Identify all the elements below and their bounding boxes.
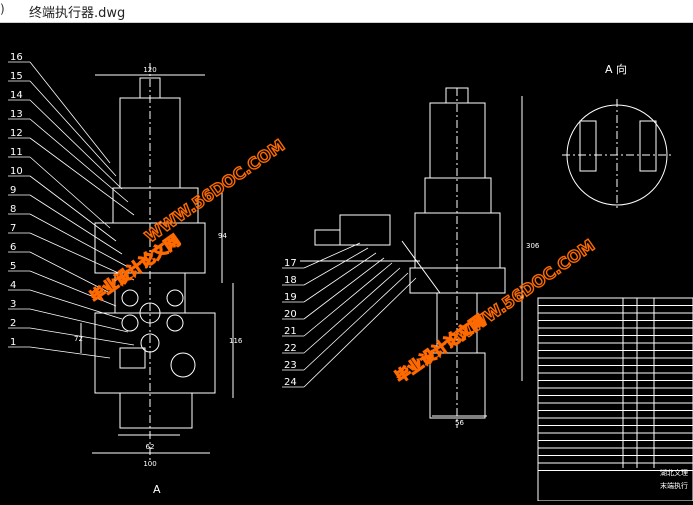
part-number-label: 6 bbox=[10, 242, 16, 253]
watermark-url-1: WWW.56DOC.COM bbox=[141, 136, 288, 247]
dim-right-height: 306 bbox=[526, 242, 540, 250]
part-number-label: 9 bbox=[10, 185, 16, 196]
part-number-label: 10 bbox=[10, 166, 23, 177]
dim-left-small: 72 bbox=[74, 335, 83, 343]
part-number-label: 18 bbox=[284, 275, 297, 286]
watermark-cn-2: 毕业设计论文网 bbox=[392, 311, 488, 386]
part-number-label: 13 bbox=[10, 109, 23, 120]
dim-side-height: 94 bbox=[218, 232, 227, 240]
dim-right-small: 56 bbox=[455, 419, 464, 427]
part-number-label: 2 bbox=[10, 318, 16, 329]
part-number-label: 1 bbox=[10, 337, 16, 348]
part-number-label: 24 bbox=[284, 377, 297, 388]
part-number-label: 8 bbox=[10, 204, 16, 215]
part-number-label: 22 bbox=[284, 343, 297, 354]
part-number-label: 23 bbox=[284, 360, 297, 371]
part-number-label: 11 bbox=[10, 147, 23, 158]
title-block-school: 湖北文理 bbox=[660, 468, 688, 477]
window-title: 终端执行器.dwg bbox=[29, 6, 126, 21]
lower-block-left bbox=[94, 312, 216, 394]
part-number-label: 12 bbox=[10, 128, 23, 139]
part-number-label: 5 bbox=[10, 261, 16, 272]
title-bar: ) 终端执行器.dwg bbox=[0, 0, 693, 23]
part-number-label: 16 bbox=[10, 52, 23, 63]
gripper-mid bbox=[429, 352, 486, 419]
part-number-label: 3 bbox=[10, 299, 16, 310]
view-label-bottom: A bbox=[153, 483, 161, 496]
part-number-label: 19 bbox=[284, 292, 297, 303]
part-number-label: 21 bbox=[284, 326, 297, 337]
watermark-cn-1: 毕业设计论文网 bbox=[87, 231, 183, 306]
part-number-label: 20 bbox=[284, 309, 297, 320]
part-number-label: 15 bbox=[10, 71, 23, 82]
dim-mid-width: 62 bbox=[146, 443, 155, 451]
view-label-top: A 向 bbox=[605, 62, 627, 76]
dim-top-width: 120 bbox=[143, 66, 156, 74]
title-block-drawing-name: 末端执行 bbox=[660, 481, 688, 490]
part-number-label: 17 bbox=[284, 258, 297, 269]
part-number-label: 7 bbox=[10, 223, 16, 234]
part-number-label: 4 bbox=[10, 280, 16, 291]
part-number-label: 14 bbox=[10, 90, 23, 101]
dim-side-height2: 116 bbox=[229, 337, 243, 345]
dim-bottom-width: 100 bbox=[143, 460, 156, 468]
window-control-icon[interactable]: ) bbox=[0, 2, 5, 16]
